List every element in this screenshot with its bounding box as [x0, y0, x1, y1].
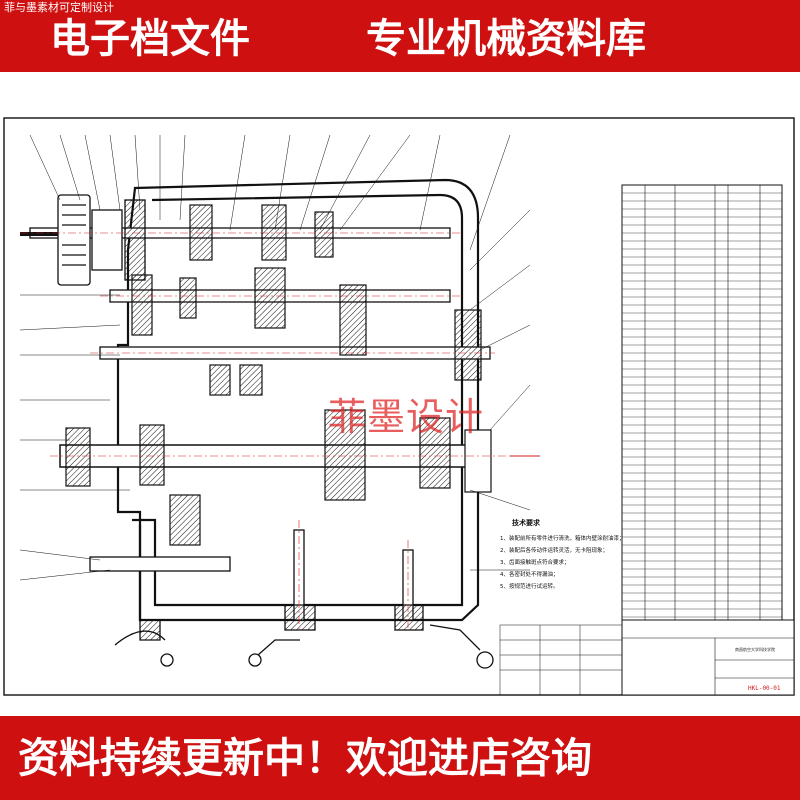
footer-slogan: 资料持续更新中！欢迎进店咨询: [18, 734, 592, 782]
title-block-school: 南昌航空大学科技学院: [735, 646, 775, 652]
watermark: 菲墨设计: [328, 395, 485, 439]
parts-list-table: [621, 184, 783, 621]
center-lines: [20, 232, 540, 630]
lower-shaft: [89, 556, 231, 572]
revision-block: [499, 624, 623, 696]
notes-line-3: 3、齿面接触斑点符合要求；: [500, 558, 570, 566]
leader-lines: [19, 134, 531, 581]
spindle-gear-left: [139, 424, 165, 486]
assembly-drawing-svg: 南昌航空大学科技学院 HKL-00-01 技术要求 1、装配前所有零件进行清洗，…: [3, 117, 795, 696]
technical-notes: 技术要求 1、装配前所有零件进行清洗，箱体内壁涂耐油漆； 2、装配后各传动件运转…: [500, 518, 625, 590]
gear-6: [254, 267, 286, 329]
notes-line-5: 5、按规范进行试运转。: [500, 582, 559, 590]
spindle-nose: [464, 429, 492, 493]
spindle-bearing-left: [65, 427, 91, 487]
lower-gear: [169, 494, 201, 546]
title-block-drawing-no: HKL-00-01: [748, 685, 781, 692]
gear-5: [179, 277, 197, 319]
gear-3: [314, 211, 334, 258]
gears: [65, 204, 492, 546]
engineering-drawing: 南昌航空大学科技学院 HKL-00-01 技术要求 1、装配前所有零件进行清洗，…: [0, 100, 800, 700]
spindle-bearing-right: [419, 417, 451, 489]
input-shaft-end: [20, 232, 60, 236]
notes-line-2: 2、装配后各传动件运转灵活，无卡阻现象；: [500, 546, 608, 554]
banner-title-left: 电子档文件: [50, 16, 250, 62]
banner-title-right: 专业机械资料库: [366, 16, 646, 62]
gear-4: [131, 274, 153, 336]
corner-tag: 菲与墨素材可定制设计: [4, 1, 114, 14]
belt-pulley: [57, 194, 146, 286]
bottom-banner: 资料持续更新中！欢迎进店咨询: [0, 716, 800, 800]
gear-9: [209, 364, 231, 396]
gear-7: [339, 284, 367, 356]
top-banner: 菲与墨素材可定制设计 电子档文件 专业机械资料库: [0, 0, 800, 72]
title-block: 南昌航空大学科技学院 HKL-00-01: [621, 619, 795, 696]
gear-1: [189, 204, 213, 261]
gear-10: [239, 364, 263, 396]
notes-title: 技术要求: [512, 518, 541, 527]
gear-2: [261, 204, 287, 261]
notes-line-1: 1、装配前所有零件进行清洗，箱体内壁涂耐油漆；: [500, 534, 625, 542]
notes-line-4: 4、各密封处不得漏油；: [500, 570, 559, 578]
spindle-gear-large: [324, 409, 366, 501]
gear-8: [454, 309, 482, 381]
